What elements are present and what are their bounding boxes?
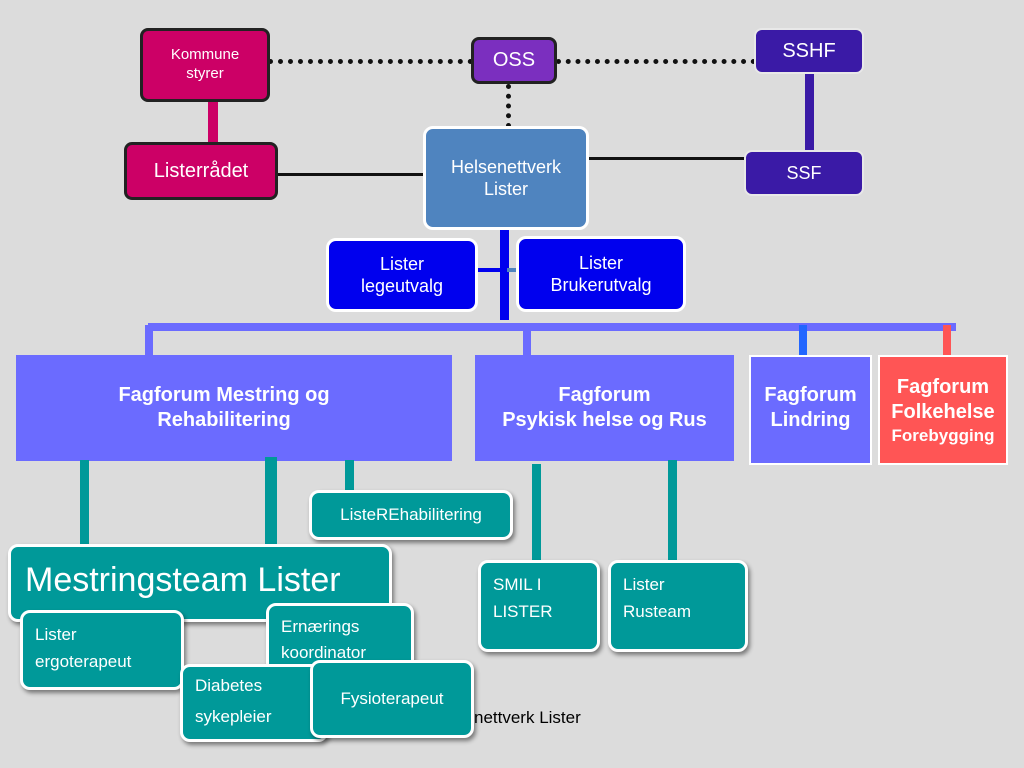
fagforum-folkehelse-box: Fagforum Folkehelse Forebygging xyxy=(878,355,1008,465)
teal-line-2 xyxy=(265,457,277,545)
connector-helsenettverk-ssf xyxy=(586,157,748,160)
fagforum-psykisk-box: Fagforum Psykisk helse og Rus xyxy=(475,355,734,461)
teal-line-rusteam xyxy=(668,460,677,564)
fysioterapeut-box: Fysioterapeut xyxy=(310,660,474,738)
helsenettverk-box: Helsenettverk Lister xyxy=(423,126,589,230)
teal-line-1 xyxy=(80,460,89,545)
teal-line-smil xyxy=(532,464,541,564)
sshf-box: SSHF xyxy=(754,28,864,74)
bus-drop-lindring xyxy=(799,325,807,357)
connector-oss-sshf xyxy=(556,59,756,64)
rusteam-box: Lister Rusteam xyxy=(608,560,748,652)
footer-text: nettverk Lister xyxy=(474,708,581,727)
oss-box: OSS xyxy=(471,37,557,84)
folkehelse-title: Fagforum Folkehelse xyxy=(891,376,995,423)
folkehelse-subtitle: Forebygging xyxy=(891,426,995,445)
bus-drop-mestring xyxy=(145,325,153,357)
connector-listeradet-helsenettverk xyxy=(276,173,426,176)
connector-legeutvalg xyxy=(474,268,502,272)
connector-helsenettverk-down xyxy=(500,228,509,320)
listeradet-box: Listerrådet xyxy=(124,142,278,200)
bus-drop-psykisk xyxy=(523,325,531,357)
forum-bus xyxy=(148,323,956,331)
connector-sshf-ssf xyxy=(805,72,814,152)
diabetes-box: Diabetes sykepleier xyxy=(180,664,328,742)
brukerutvalg-box: Lister Brukerutvalg xyxy=(516,236,686,312)
smil-box: SMIL I LISTER xyxy=(478,560,600,652)
connector-oss-helsenettverk xyxy=(506,84,511,128)
kommune-styrer-box: Kommune styrer xyxy=(140,28,270,102)
listerehabilitering-box: ListeREhabilitering xyxy=(309,490,513,540)
fagforum-mestring-box: Fagforum Mestring og Rehabilitering xyxy=(16,355,452,461)
ssf-box: SSF xyxy=(744,150,864,196)
bus-drop-folkehelse xyxy=(943,325,951,357)
teal-line-3 xyxy=(345,460,354,493)
legeutvalg-box: Lister legeutvalg xyxy=(326,238,478,312)
ergoterapeut-box: Lister ergoterapeut xyxy=(20,610,184,690)
connector-kommune-listeradet xyxy=(208,100,218,144)
fagforum-lindring-box: Fagforum Lindring xyxy=(749,355,872,465)
ernaering-box: Ernærings koordinator xyxy=(266,603,414,675)
connector-kommune-oss xyxy=(268,59,473,64)
